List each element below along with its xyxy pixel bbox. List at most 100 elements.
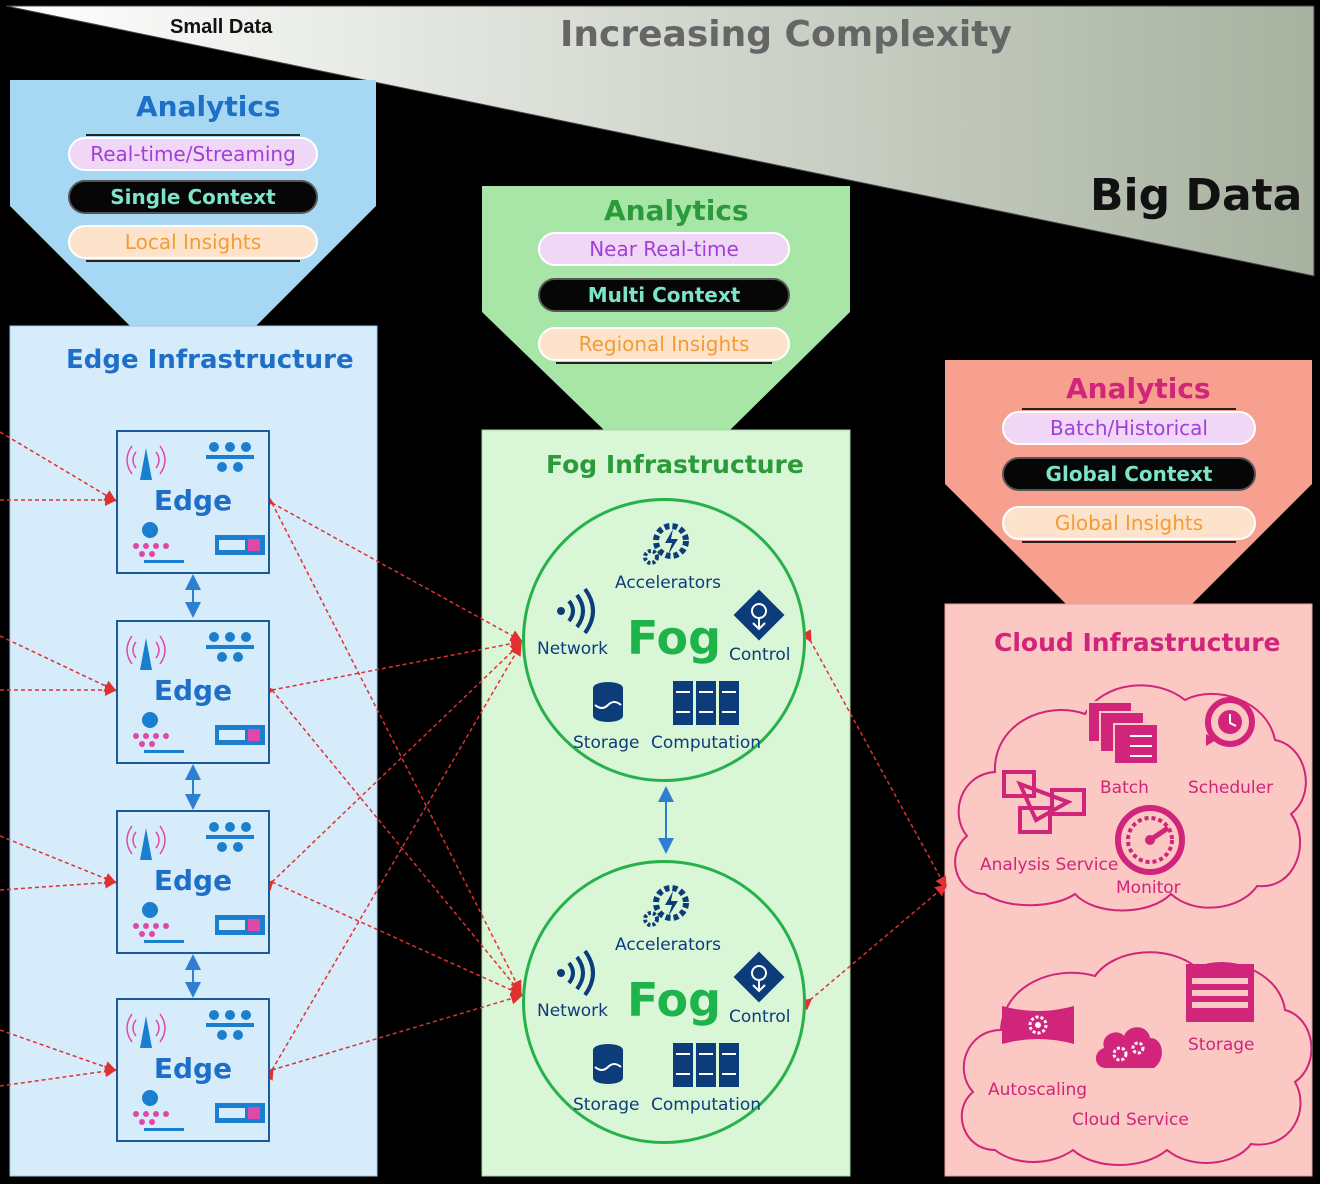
fog-computation-label: Computation bbox=[651, 733, 762, 753]
cloud-monitor-label: Monitor bbox=[1116, 878, 1181, 898]
monitor-gauge-icon bbox=[1115, 805, 1185, 875]
link-in-3a bbox=[0, 835, 117, 885]
edge-node-3[interactable]: Edge bbox=[116, 810, 270, 954]
cloud-batch-label: Batch bbox=[1100, 778, 1149, 798]
control-icon bbox=[733, 589, 785, 641]
storage-table-icon bbox=[1186, 964, 1254, 1022]
router-device-icon bbox=[215, 1103, 265, 1123]
sensor-network-icon bbox=[133, 1090, 184, 1131]
fog-control-label: Control bbox=[729, 645, 791, 665]
autoscaling-icon bbox=[1002, 1006, 1074, 1044]
link-fog2-cloud bbox=[799, 884, 948, 1011]
cloud-analytics-rule-bottom bbox=[1022, 541, 1236, 543]
small-data-label: Small Data bbox=[170, 16, 273, 38]
link-edge3-fog1 bbox=[261, 641, 523, 893]
antenna-icon bbox=[126, 825, 166, 860]
link-edge1-fog2 bbox=[271, 502, 522, 993]
control-icon bbox=[733, 951, 785, 1003]
fog-node-2[interactable]: Accelerators Network Fog Control Storage… bbox=[522, 860, 806, 1144]
edge-node-label: Edge bbox=[153, 674, 233, 707]
link-edge2-fog1 bbox=[262, 637, 523, 698]
gateway-icon bbox=[206, 632, 254, 662]
sensor-network-icon bbox=[133, 712, 184, 753]
accelerator-gear-icon bbox=[643, 885, 689, 927]
edge-analytics-title: Analytics bbox=[136, 90, 281, 123]
antenna-icon bbox=[126, 1013, 166, 1048]
complexity-wedge bbox=[5, 5, 1315, 277]
cloud-analytics-rule bbox=[1022, 408, 1236, 410]
storage-database-icon bbox=[593, 1044, 623, 1084]
cloud-autoscaling-label: Autoscaling bbox=[988, 1080, 1088, 1100]
fog-pill-multi-context: Multi Context bbox=[538, 278, 790, 312]
edge-node-4[interactable]: Edge bbox=[116, 998, 270, 1142]
storage-database-icon bbox=[593, 682, 623, 722]
gateway-icon bbox=[206, 442, 254, 472]
gateway-icon bbox=[206, 1010, 254, 1040]
fog-accelerators-label: Accelerators bbox=[615, 935, 721, 955]
fog-node-label: Fog bbox=[627, 973, 722, 1027]
wifi-icon bbox=[557, 587, 595, 635]
link-in-1a bbox=[0, 431, 117, 502]
fog-pill-regional-insights: Regional Insights bbox=[538, 327, 790, 361]
antenna-icon bbox=[126, 445, 166, 480]
fog-network-label: Network bbox=[537, 1001, 608, 1021]
sensor-network-icon bbox=[133, 902, 184, 943]
antenna-icon bbox=[126, 635, 166, 670]
link-edge4-fog1 bbox=[262, 643, 522, 1081]
edge-pill-local-insights: Local Insights bbox=[68, 225, 318, 259]
fog-computation-label: Computation bbox=[651, 1095, 762, 1115]
edge-pill-realtime: Real-time/Streaming bbox=[68, 137, 318, 171]
fog-pill-near-realtime: Near Real-time bbox=[538, 232, 790, 266]
link-edge4-fog2 bbox=[271, 992, 523, 1071]
link-in-4b bbox=[0, 1065, 117, 1087]
cloud-service-label: Cloud Service bbox=[1072, 1110, 1189, 1130]
router-device-icon bbox=[215, 535, 265, 555]
cloud-pill-global-insights: Global Insights bbox=[1002, 506, 1256, 540]
sensor-network-icon bbox=[133, 522, 184, 563]
computation-server-icon bbox=[673, 1043, 739, 1087]
edge-node-label: Edge bbox=[153, 1052, 233, 1085]
fog-analytics-rule bbox=[556, 362, 772, 364]
edge-node-label: Edge bbox=[153, 484, 233, 517]
edge-analytics-rule bbox=[86, 134, 300, 136]
link-in-4a bbox=[0, 1029, 117, 1073]
link-in-3b bbox=[0, 876, 117, 891]
computation-server-icon bbox=[673, 681, 739, 725]
fog-storage-label: Storage bbox=[573, 733, 640, 753]
fog-control-label: Control bbox=[729, 1007, 791, 1027]
cloud-storage-label: Storage bbox=[1188, 1035, 1255, 1055]
fog-node-1[interactable]: Accelerators Network Fog Control Storage… bbox=[522, 498, 806, 782]
link-edge2-fog2 bbox=[271, 689, 522, 995]
cloud-service-icon bbox=[1095, 1027, 1162, 1068]
edge-analytics-rule-bottom bbox=[86, 260, 300, 262]
cloud-pill-batch-historical: Batch/Historical bbox=[1002, 411, 1256, 445]
cloud-pill-global-context: Global Context bbox=[1002, 457, 1256, 491]
analysis-service-icon bbox=[1002, 770, 1086, 834]
router-device-icon bbox=[215, 915, 265, 935]
fog-infrastructure-title: Fog Infrastructure bbox=[546, 450, 804, 479]
router-device-icon bbox=[215, 725, 265, 745]
edge-node-2[interactable]: Edge bbox=[116, 620, 270, 764]
cloud-scheduler-label: Scheduler bbox=[1188, 778, 1274, 798]
cloud-infrastructure-title: Cloud Infrastructure bbox=[994, 628, 1281, 657]
fog-analytics-title: Analytics bbox=[604, 194, 749, 227]
edge-node-label: Edge bbox=[153, 864, 233, 897]
increasing-complexity-label: Increasing Complexity bbox=[560, 14, 1012, 55]
gateway-icon bbox=[206, 822, 254, 852]
edge-node-1[interactable]: Edge bbox=[116, 430, 270, 574]
fog-storage-label: Storage bbox=[573, 1095, 640, 1115]
link-fog1-cloud bbox=[800, 629, 947, 889]
big-data-label: Big Data bbox=[1090, 170, 1303, 221]
link-in-2a bbox=[0, 635, 117, 692]
edge-infrastructure-title: Edge Infrastructure bbox=[66, 345, 354, 375]
cloud-analysis-service-label: Analysis Service bbox=[980, 855, 1119, 875]
cloud-analytics-title: Analytics bbox=[1066, 372, 1211, 405]
wifi-icon bbox=[557, 949, 595, 997]
batch-icon bbox=[1087, 701, 1159, 765]
edge-pill-single-context: Single Context bbox=[68, 180, 318, 214]
fog-accelerators-label: Accelerators bbox=[615, 573, 721, 593]
accelerator-gear-icon bbox=[643, 523, 689, 565]
link-edge3-fog2 bbox=[271, 881, 523, 996]
fog-node-label: Fog bbox=[627, 611, 722, 665]
